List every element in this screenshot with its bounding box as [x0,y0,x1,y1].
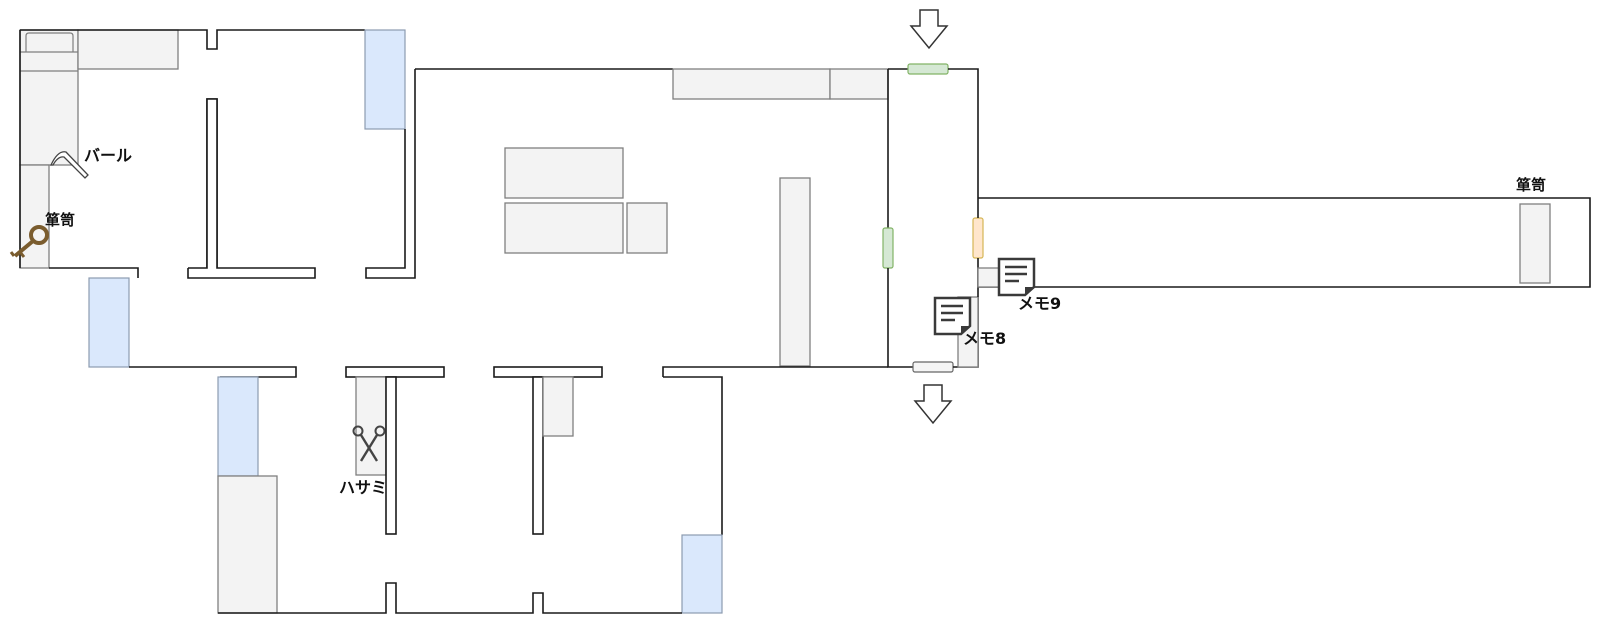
south-rooms [217,366,723,614]
down-arrow-icon [909,9,949,50]
window [217,376,259,477]
partition-wall [385,376,397,535]
bedroom [19,29,416,279]
door-east[interactable] [972,217,984,259]
door-south[interactable] [912,361,954,373]
partition-top [493,366,603,378]
scissors-label: ハサミ [339,478,387,497]
table [504,202,624,254]
partition-wall [532,376,544,535]
key-icon[interactable] [9,225,49,258]
door-west[interactable] [882,227,894,269]
east-room: 箪笥 [977,176,1591,288]
corridor [882,63,984,373]
arrow-exit-bottom [913,384,953,425]
counter [829,68,889,100]
key-label: 箪笥 [45,211,75,229]
chair [626,202,668,254]
wardrobe [217,475,278,614]
crowbar-icon[interactable] [49,151,89,179]
memo-icon[interactable] [997,257,1036,297]
memo-icon[interactable] [933,296,972,336]
crowbar-label: バール [84,146,132,165]
dresser-right [1519,203,1551,284]
cabinet [542,376,574,437]
counter [672,68,831,100]
table [504,147,624,199]
scissors-icon[interactable] [352,425,386,462]
desk [77,29,179,70]
dresser-left [19,164,50,269]
window [681,534,723,614]
living-room [415,68,889,377]
memo9-label: メモ9 [1018,294,1061,313]
dresser-label: 箪笥 [1516,176,1546,194]
arrow-entry-top [909,9,949,50]
memo8-label: メモ8 [963,329,1006,348]
partition-top [345,366,445,378]
down-arrow-icon [913,384,953,425]
shelf [779,177,811,367]
window [364,29,406,130]
window [88,277,130,368]
bed [19,29,79,166]
door-north[interactable] [907,63,949,75]
bed-pillow [25,32,74,52]
